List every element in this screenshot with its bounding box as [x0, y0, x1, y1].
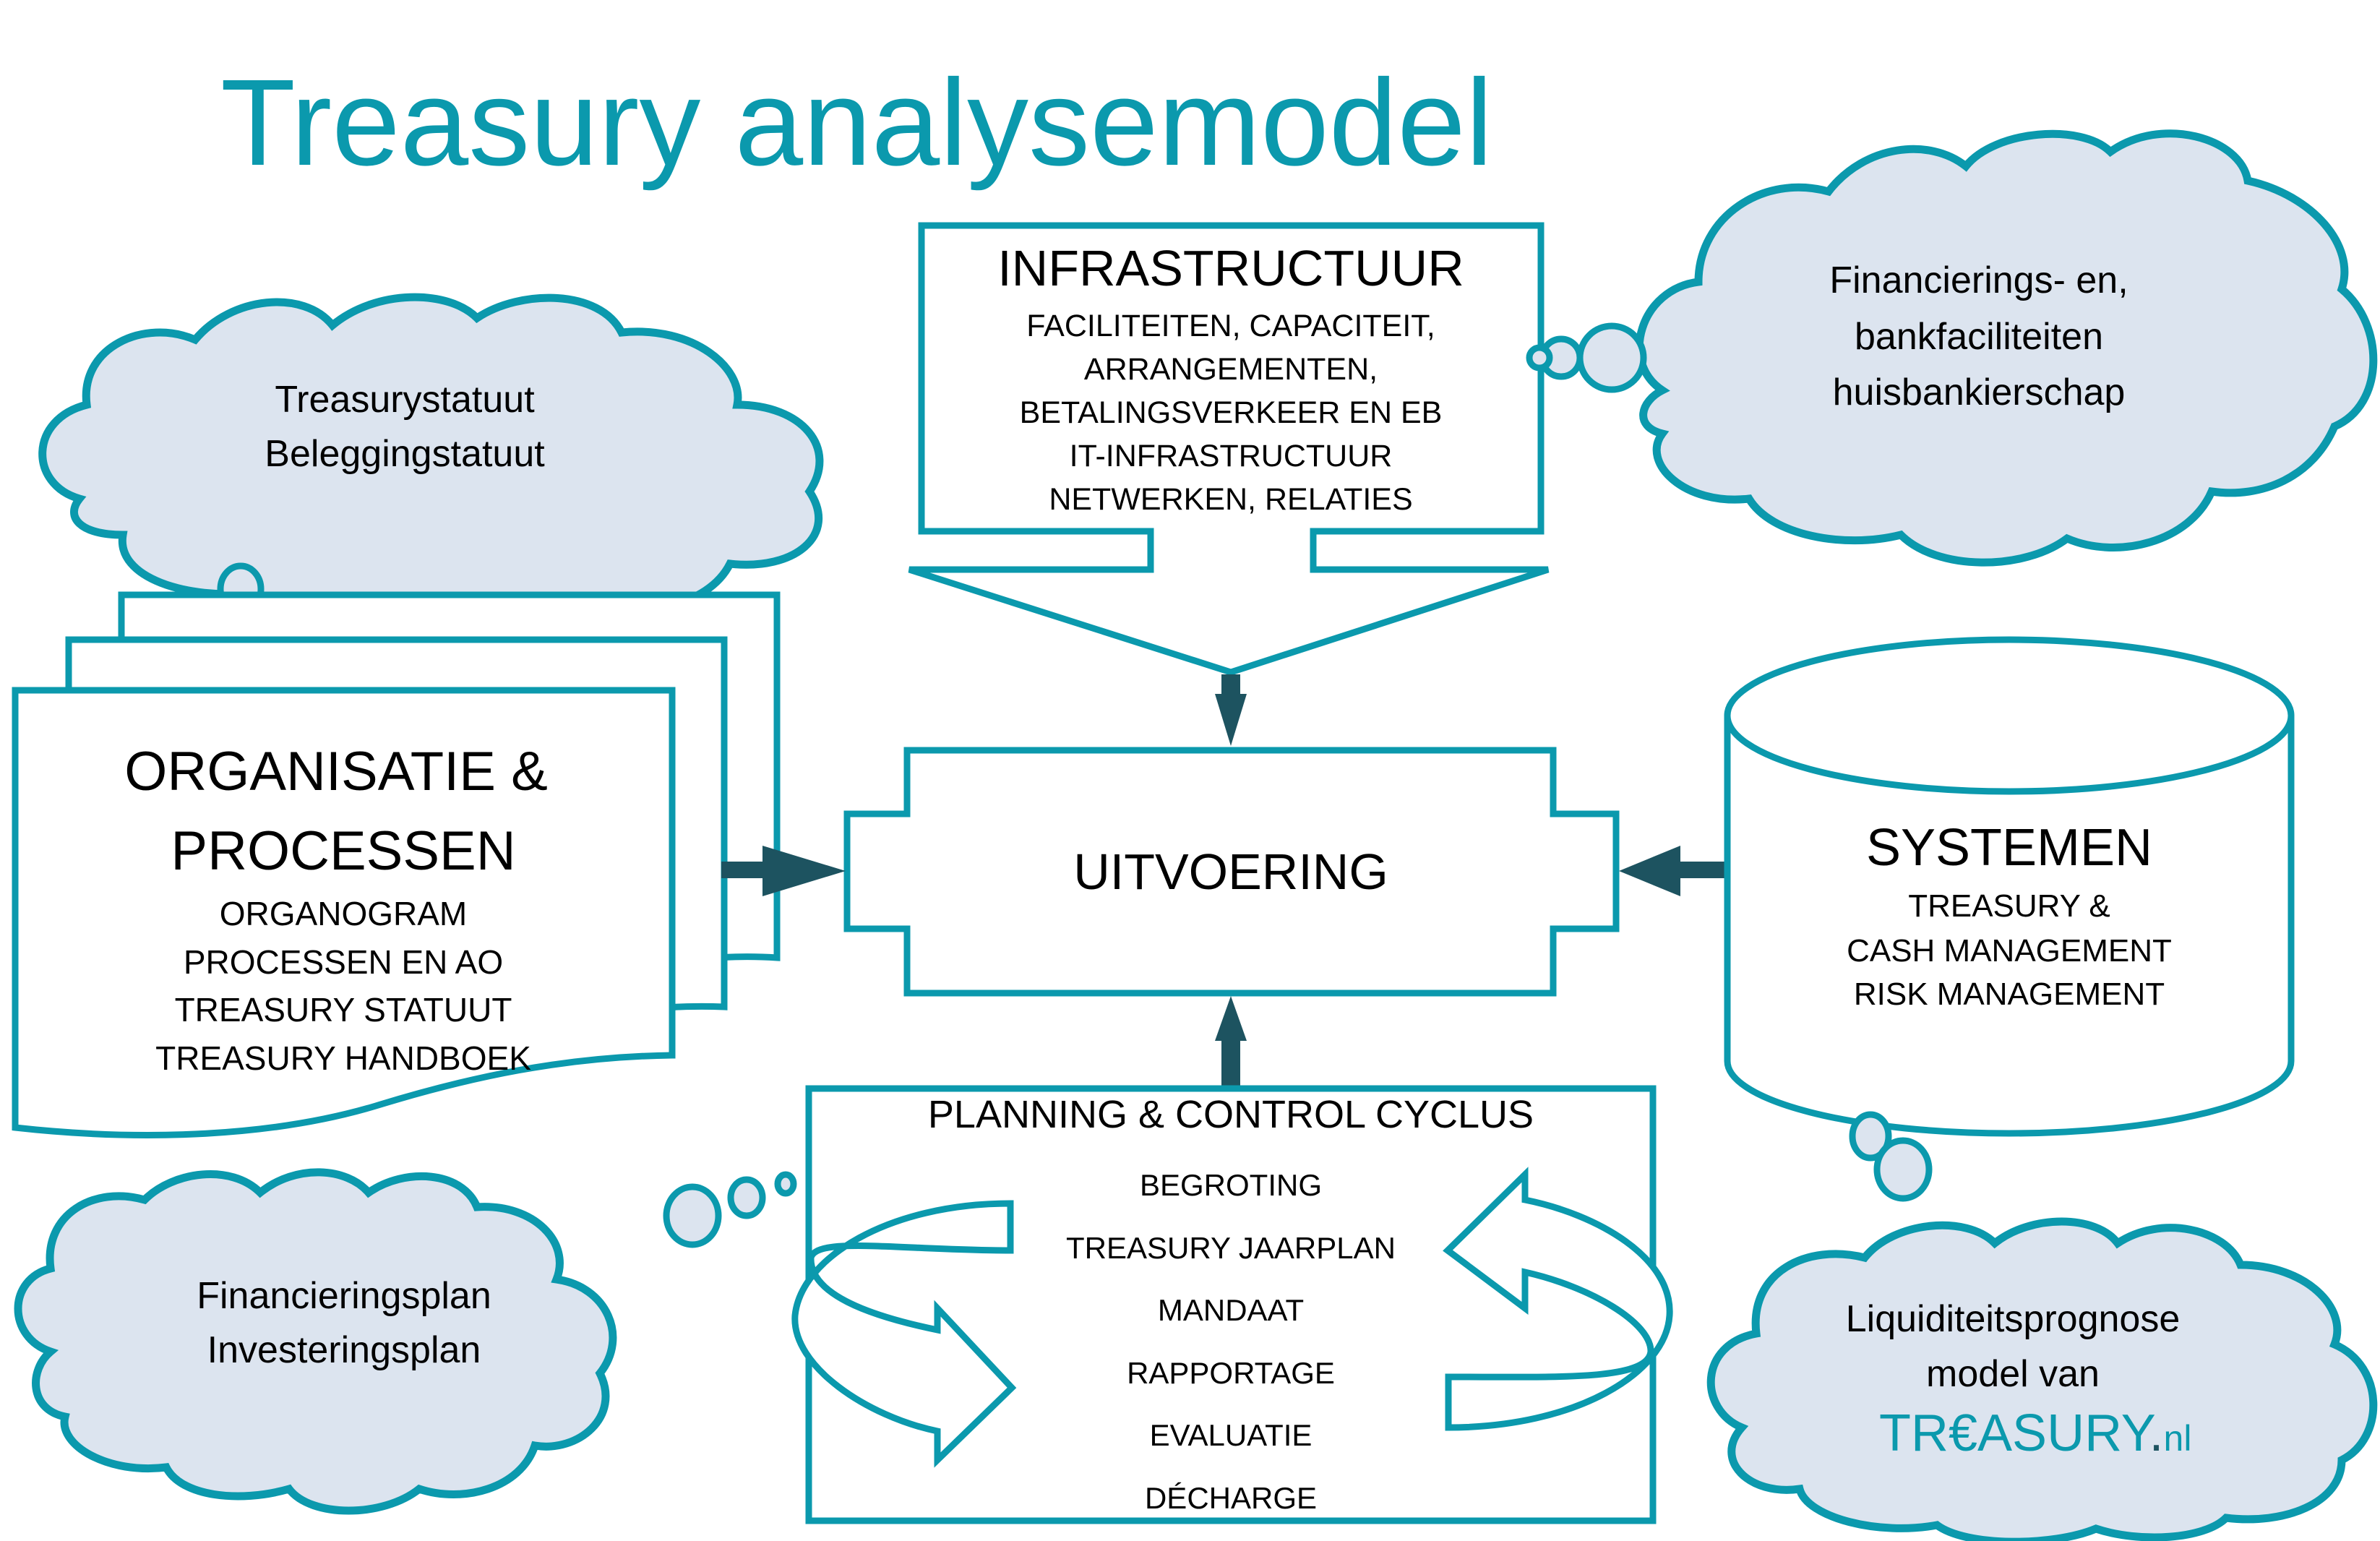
uitvoering-shape	[843, 747, 1620, 997]
systemen-item: TREASURY &	[1908, 888, 2110, 924]
organisatie-item: TREASURY HANDBOEK	[155, 1039, 531, 1077]
systemen-item: RISK MANAGEMENT	[1854, 976, 2165, 1012]
uitvoering-label: UITVOERING	[1073, 844, 1388, 900]
arrow-org-to-uitvoering	[721, 846, 846, 896]
organisatie-heading-line: PROCESSEN	[171, 820, 515, 882]
cloud-text-line: bankfaciliteiten	[1855, 316, 2103, 358]
cloud-liquiditeitsprognose: Liquiditeitsprognose model van TR€ASURY.…	[1706, 1217, 2378, 1541]
thought-bubble	[774, 1171, 797, 1197]
arrow-shaft	[1677, 862, 1727, 878]
arrow-systemen-to-uitvoering	[1619, 846, 1727, 896]
thought-bubble	[1849, 1111, 1892, 1162]
infrastructuur-item: NETWERKEN, RELATIES	[1049, 482, 1412, 517]
infrastructuur-heading: INFRASTRUCTUUR	[997, 240, 1464, 296]
planning-heading: PLANNING & CONTROL CYCLUS	[928, 1093, 1534, 1136]
cycle-arrow-right-icon	[1443, 1167, 1673, 1431]
cylinder-top	[1724, 636, 2295, 795]
cloud-shape	[1635, 129, 2378, 567]
thought-bubble	[1873, 1137, 1933, 1202]
cloud-text-line: Investeringsplan	[207, 1329, 481, 1371]
arrow-head-right-icon	[762, 846, 846, 896]
cloud-text-line: Financierings- en,	[1829, 259, 2128, 301]
cloud-bankfaciliteiten: Financierings- en, bankfaciliteiten huis…	[1635, 129, 2378, 567]
arrow-head-up-icon	[1215, 996, 1247, 1041]
planning-item: RAPPORTAGE	[1127, 1356, 1335, 1390]
cloud-text-line: Liquiditeitsprognose	[1846, 1298, 2181, 1340]
cloud-text-line: huisbankierschap	[1833, 372, 2126, 413]
organisatie-heading-line: ORGANISATIE &	[124, 741, 548, 802]
infrastructuur-item: FACILITEITEN, CAPACITEIT,	[1026, 309, 1435, 343]
infrastructuur-item: IT-INFRASTRUCTUUR	[1070, 439, 1393, 473]
organisatie-item: PROCESSEN EN AO	[184, 943, 503, 981]
infrastructuur-box	[908, 222, 1550, 676]
document-page-front	[12, 687, 676, 1138]
thought-bubble	[727, 1176, 766, 1219]
systemen-item: CASH MANAGEMENT	[1847, 933, 2172, 969]
planning-item: DÉCHARGE	[1145, 1481, 1317, 1515]
cloud-text-line: Financieringsplan	[197, 1275, 491, 1317]
arrow-head-down-icon	[1215, 694, 1247, 746]
thought-bubble	[1576, 322, 1647, 393]
systemen-database: SYSTEMEN TREASURY & CASH MANAGEMENT RISK…	[1724, 636, 2295, 1137]
arrow-head-left-icon	[1619, 846, 1680, 896]
planning-control-cyclus: PLANNING & CONTROL CYCLUS BEGROTING TREA…	[791, 1085, 1673, 1524]
organisatie-item: ORGANOGRAM	[220, 895, 467, 932]
cloud-shape	[1706, 1217, 2378, 1541]
planning-item: MANDAAT	[1158, 1293, 1304, 1327]
cycle-arrow-left-icon	[791, 1200, 1017, 1468]
systemen-heading: SYSTEMEN	[1866, 819, 2152, 877]
planning-item: EVALUATIE	[1150, 1418, 1313, 1452]
organisatie-item: TREASURY STATUUT	[175, 991, 512, 1029]
infrastructuur-item: BETALINGSVERKEER EN EB	[1020, 395, 1443, 430]
cloud-shape	[14, 1168, 617, 1515]
thought-bubble	[1526, 344, 1553, 372]
infrastructuur-callout: INFRASTRUCTUUR FACILITEITEN, CAPACITEIT,…	[908, 222, 1550, 676]
organisatie-processen-documents: ORGANISATIE & PROCESSEN ORGANOGRAM PROCE…	[12, 591, 781, 1138]
cloud-treasurystatuut: Treasurystatuut Beleggingstatuut	[38, 293, 824, 626]
arrow-planning-to-uitvoering	[1215, 996, 1247, 1088]
logo-tld: nl	[2164, 1418, 2192, 1459]
page-title: Treasury analysemodel	[220, 54, 1493, 192]
cloud-text-line: Beleggingstatuut	[265, 433, 545, 475]
arrow-shaft	[721, 862, 765, 878]
infrastructuur-item: ARRANGEMENTEN,	[1084, 352, 1378, 387]
arrow-infra-to-uitvoering	[1215, 674, 1247, 746]
cloud-text-line: model van	[1926, 1353, 2100, 1395]
logo-wordmark: TR€ASURY	[1879, 1404, 2155, 1462]
logo-dot: .	[2149, 1404, 2164, 1462]
cloud-financieringsplan: Financieringsplan Investeringsplan	[14, 1168, 617, 1515]
planning-item: BEGROTING	[1140, 1168, 1322, 1202]
treasury-nl-logo: TR€ASURY.nl	[1879, 1404, 2191, 1462]
uitvoering-block: UITVOERING	[843, 747, 1620, 997]
cloud-text-line: Treasurystatuut	[275, 379, 535, 421]
thought-bubble	[663, 1183, 722, 1248]
planning-item: TREASURY JAARPLAN	[1066, 1231, 1396, 1265]
